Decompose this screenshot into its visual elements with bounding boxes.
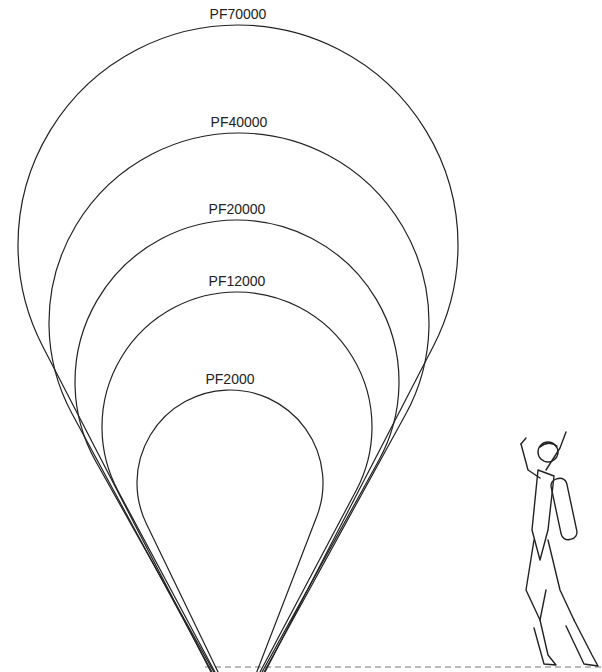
balloon-label: PF12000	[99, 273, 375, 289]
balloon-outline: PF12000PF2000	[99, 273, 375, 672]
balloon-path	[49, 133, 429, 672]
balloon-shape	[72, 201, 402, 672]
balloon-shape	[15, 6, 461, 672]
balloon-outline: PF20000PF12000PF2000	[72, 201, 402, 672]
balloon-outline: PF40000PF20000PF12000PF2000	[46, 114, 432, 672]
balloon-path	[18, 25, 458, 672]
diver-figure	[521, 432, 598, 666]
balloon-shape	[99, 273, 375, 672]
balloon-path	[75, 220, 399, 672]
balloon-label: PF70000	[15, 6, 461, 22]
balloon-shape	[134, 371, 326, 672]
balloon-label: PF20000	[72, 201, 402, 217]
balloon-path	[137, 390, 323, 672]
balloon-label: PF2000	[134, 371, 326, 387]
balloon-label: PF40000	[46, 114, 432, 130]
balloon-outline: PF2000	[134, 371, 326, 672]
balloon-outline: PF70000PF40000PF20000PF12000PF2000	[15, 6, 461, 672]
balloon-shape	[46, 114, 432, 672]
balloon-path	[102, 292, 372, 672]
